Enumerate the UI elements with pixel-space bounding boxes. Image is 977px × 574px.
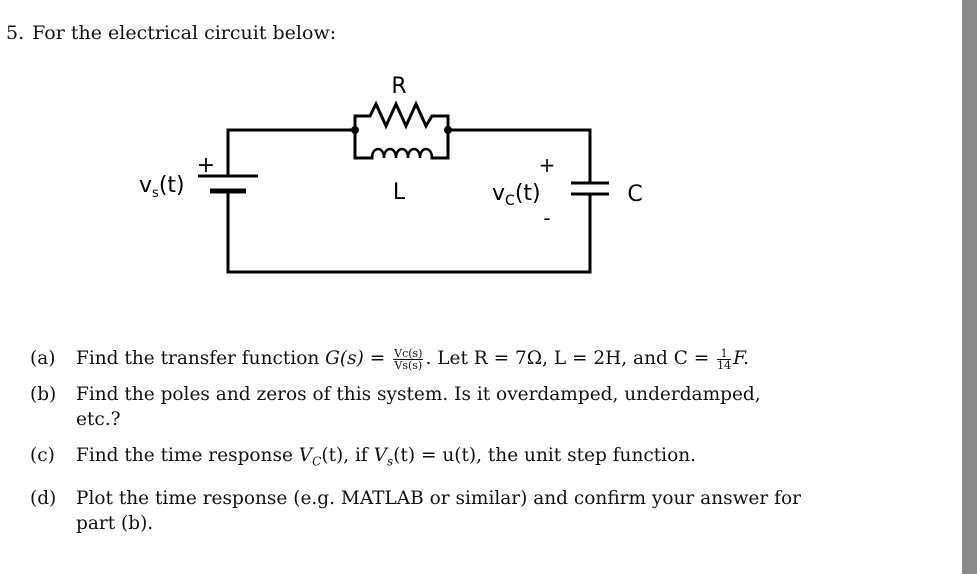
part-b-text: Find the poles and zeros of this system.…: [76, 384, 761, 430]
capacitance-unit: F.: [733, 348, 749, 369]
part-c-text: Find the time response: [76, 445, 299, 466]
resistor-label: R: [391, 74, 406, 99]
rl-right-bracket: [430, 114, 450, 160]
transfer-function-expr: G(s) =: [325, 348, 386, 369]
part-d-label: (d): [30, 487, 57, 509]
cap-minus-sign: -: [543, 206, 550, 230]
capacitor-symbol: [571, 181, 609, 196]
part-a: (a) Find the transfer function G(s) = Vc…: [30, 346, 810, 371]
transfer-function-fraction: Vc(s)Vs(s): [393, 346, 424, 372]
cap-voltage-label: vC(t): [492, 181, 541, 209]
part-a-values: . Let R = 7Ω, L = 2H, and C =: [425, 348, 710, 369]
part-a-label: (a): [30, 348, 56, 369]
voltage-source-symbol: [198, 174, 258, 194]
wire-right-top: [446, 128, 592, 185]
cap-plus-sign: +: [539, 153, 556, 177]
question-parts: (a) Find the transfer function G(s) = Vc…: [30, 346, 810, 547]
part-c-label: (c): [30, 445, 55, 466]
inductor-coil: [370, 147, 434, 160]
part-d: (d) Plot the time response (e.g. MATLAB …: [30, 486, 810, 536]
part-b: (b) Find the poles and zeros of this sys…: [30, 382, 810, 432]
part-d-text: Plot the time response (e.g. MATLAB or s…: [76, 487, 801, 534]
resistor-zigzag: [353, 100, 450, 130]
part-c: (c) Find the time response VC(t), if Vs(…: [30, 445, 697, 469]
inductor-label: L: [393, 180, 406, 205]
problem-header: 5. For the electrical circuit below:: [6, 22, 336, 44]
circuit-diagram: R L C + vs(t) + vC(t) -: [139, 74, 643, 274]
wire-right-bottom: [226, 189, 592, 274]
problem-intro: For the electrical circuit below:: [32, 22, 337, 44]
junction-dot-right: [444, 126, 452, 134]
source-voltage-label: vs(t): [139, 173, 185, 201]
capacitor-label: C: [627, 182, 642, 207]
part-b-label: (b): [30, 384, 57, 405]
vertical-scrollbar[interactable]: [962, 0, 977, 574]
problem-number: 5.: [6, 22, 25, 44]
wire-left-top: [226, 128, 357, 178]
junction-dot-left: [351, 126, 359, 134]
source-plus-sign: +: [197, 153, 215, 178]
part-a-text: Find the transfer function: [76, 348, 326, 369]
rl-left-bracket: [353, 114, 374, 160]
